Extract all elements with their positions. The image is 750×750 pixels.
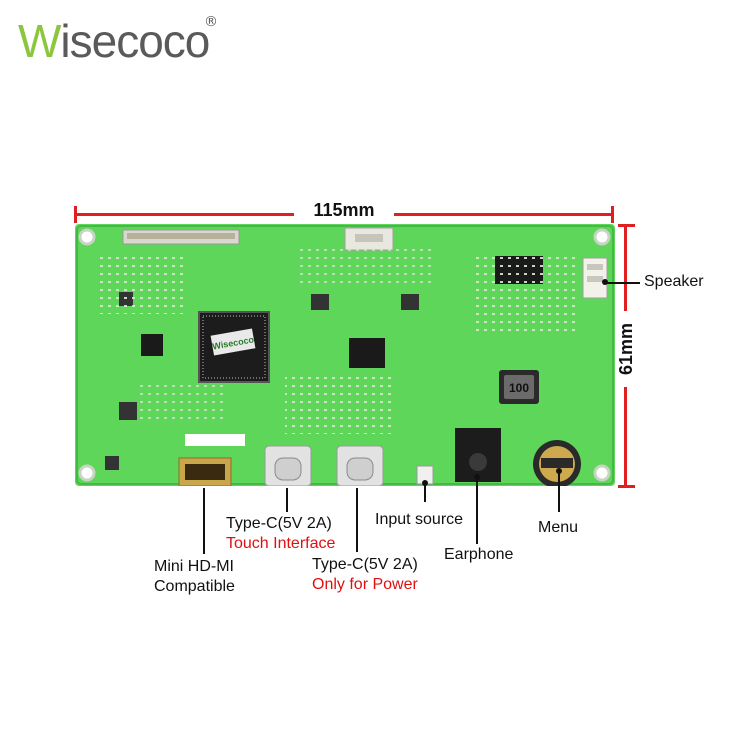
speaker-leader-dot bbox=[602, 279, 608, 285]
mount-hole-top-right bbox=[593, 228, 611, 246]
hdmi-callout: Mini HD-MI Compatible bbox=[154, 557, 235, 597]
hdmi-label-line2: Compatible bbox=[154, 578, 235, 595]
driver-board: Wisecoco 100 bbox=[75, 224, 615, 486]
input-source-label: Input source bbox=[375, 511, 464, 528]
small-chip-5 bbox=[105, 456, 119, 470]
earphone-label: Earphone bbox=[444, 546, 514, 563]
power-inductor: 100 bbox=[499, 370, 539, 404]
input-source-leader-line bbox=[424, 484, 426, 502]
brand-logo-initial: W bbox=[18, 15, 61, 67]
smd-area-left bbox=[95, 254, 185, 314]
small-chip-1 bbox=[141, 334, 163, 356]
typec-port-touch bbox=[264, 445, 312, 486]
main-soc-chip: Wisecoco bbox=[198, 311, 270, 383]
width-dimension-right-cap bbox=[611, 206, 614, 223]
brand-logo-text: Wisecoco bbox=[18, 15, 210, 67]
height-dimension-top-cap bbox=[618, 224, 635, 227]
speaker-leader-line bbox=[604, 282, 640, 284]
smd-area-top bbox=[295, 244, 435, 284]
brand-logo: Wisecoco ® bbox=[18, 14, 218, 67]
typec-power-subtitle: Only for Power bbox=[312, 576, 418, 593]
width-dimension-left-cap bbox=[74, 206, 77, 223]
fpc-connector bbox=[122, 229, 240, 245]
smd-area-right bbox=[475, 254, 575, 334]
menu-dot bbox=[556, 468, 562, 474]
hdmi-leader-line bbox=[203, 488, 205, 554]
typec-power-leader-line bbox=[356, 488, 358, 552]
typec-touch-leader-line bbox=[286, 488, 288, 512]
input-source-dot bbox=[422, 480, 428, 486]
width-dimension-label: 115mm bbox=[294, 200, 394, 221]
typec-power-title: Type-C(5V 2A) bbox=[312, 556, 418, 573]
earphone-jack bbox=[455, 428, 501, 482]
small-chip-2 bbox=[311, 294, 329, 310]
mount-hole-top-left bbox=[78, 228, 96, 246]
menu-dial bbox=[533, 440, 581, 486]
svg-text:100: 100 bbox=[509, 381, 529, 395]
speaker-connector bbox=[582, 257, 608, 299]
menu-label: Menu bbox=[538, 519, 579, 536]
small-chip-3 bbox=[401, 294, 419, 310]
height-dimension-label: 61mm bbox=[611, 311, 641, 387]
smd-area-bottom-left bbox=[135, 384, 225, 424]
pin-header bbox=[185, 434, 245, 446]
typec-touch-title: Type-C(5V 2A) bbox=[226, 515, 332, 532]
width-dimension: 115mm bbox=[74, 200, 614, 223]
height-dimension-bottom-cap bbox=[618, 485, 635, 488]
typec-port-power bbox=[336, 445, 384, 486]
earphone-leader-line bbox=[476, 478, 478, 544]
speaker-label: Speaker bbox=[644, 273, 704, 290]
menu-leader-line bbox=[558, 472, 560, 512]
small-chip-4 bbox=[119, 402, 137, 420]
smd-area-center bbox=[285, 374, 395, 434]
typec-touch-subtitle: Touch Interface bbox=[226, 535, 336, 552]
brand-logo-rest: isecoco bbox=[60, 15, 210, 67]
mini-hdmi-port bbox=[178, 457, 232, 486]
typec-power-callout: Type-C(5V 2A) Only for Power bbox=[312, 555, 418, 595]
height-dimension: 61mm bbox=[611, 224, 641, 488]
typec-touch-callout: Type-C(5V 2A) Touch Interface bbox=[226, 514, 335, 554]
mount-hole-bottom-left bbox=[78, 464, 96, 482]
registered-mark: ® bbox=[204, 14, 218, 30]
secondary-chip bbox=[349, 338, 385, 368]
mount-hole-bottom-right bbox=[593, 464, 611, 482]
hdmi-label-line1: Mini HD-MI bbox=[154, 558, 234, 575]
earphone-dot bbox=[474, 474, 480, 480]
